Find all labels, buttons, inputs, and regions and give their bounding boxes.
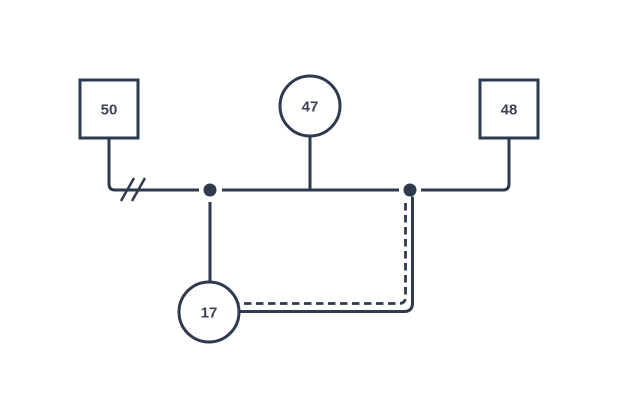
dashed-edge-junction-right-to-person17 (238, 203, 407, 305)
person-17-label: 17 (201, 304, 218, 321)
edge-person48-to-union-line (421, 138, 511, 192)
junction-dot-left[interactable] (203, 183, 217, 197)
separation-mark (119, 177, 147, 202)
person-node-47[interactable]: 47 (278, 74, 342, 138)
junction-dot-right[interactable] (403, 183, 417, 197)
person-47-label: 47 (302, 98, 319, 115)
circle-female-shape (278, 74, 342, 138)
person-node-50[interactable]: 50 (78, 78, 140, 140)
edge-person50-to-union-line (107, 138, 199, 192)
solid-edge-junction-right-to-person17 (239, 196, 414, 313)
person-48-label: 48 (501, 101, 518, 118)
separation-slash-2 (130, 177, 147, 202)
person-50-label: 50 (101, 101, 118, 118)
square-male-shape (78, 78, 140, 140)
person-node-48[interactable]: 48 (478, 78, 540, 140)
circle-female-shape (177, 280, 241, 344)
connector-lines (107, 136, 511, 313)
person-node-17[interactable]: 17 (177, 280, 241, 344)
separation-slash-1 (119, 177, 136, 202)
square-male-shape (478, 78, 540, 140)
